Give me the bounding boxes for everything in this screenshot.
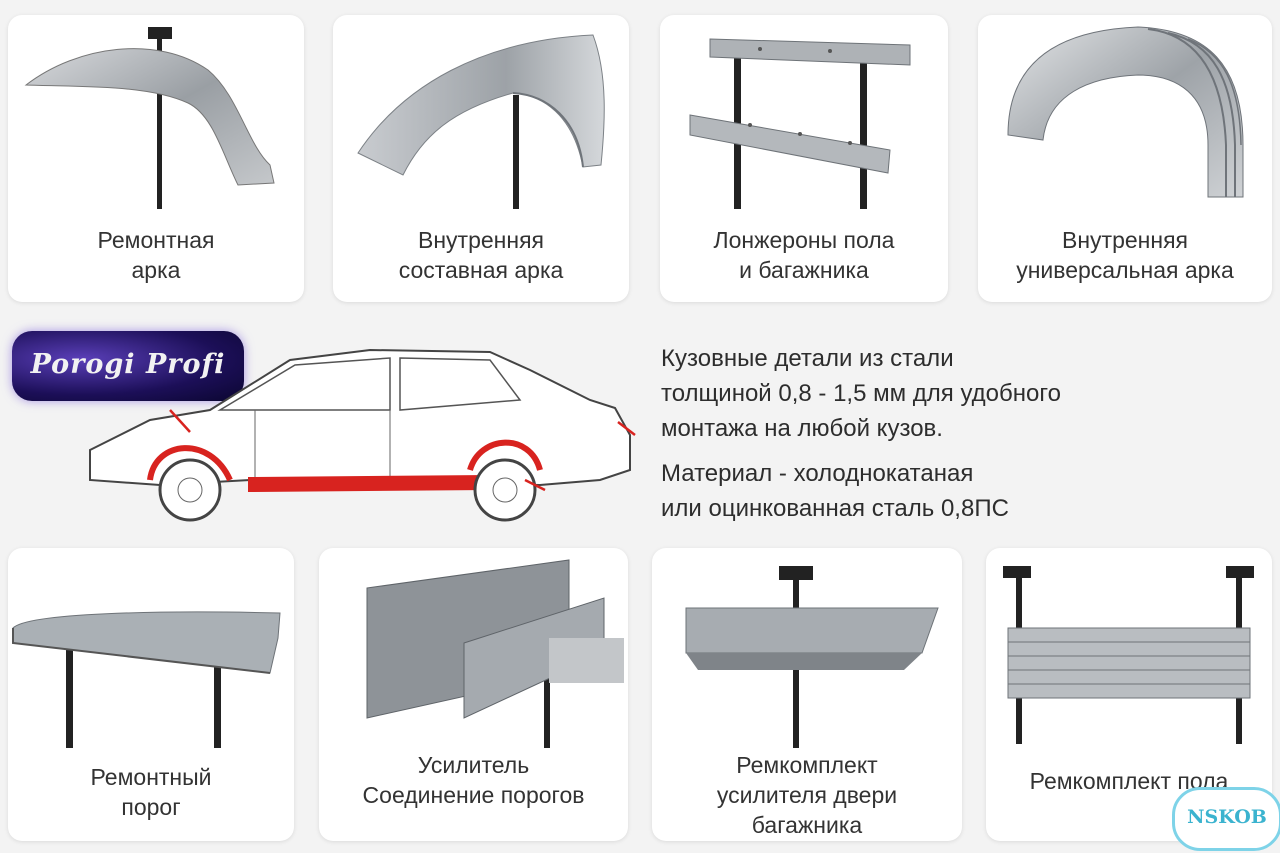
product-card-inner-composite-arch[interactable]: Внутренняя составная арка	[333, 15, 629, 302]
caption-line-2: усилителя двери	[716, 782, 898, 808]
floor-rails-icon	[660, 15, 948, 209]
caption-line-1: Внутренняя	[1062, 227, 1188, 253]
description-line: толщиной 0,8 - 1,5 мм для удобного	[661, 380, 1061, 407]
description-line: Кузовные детали из стали	[661, 345, 954, 372]
inner-composite-arch-icon	[333, 15, 629, 209]
floor-kit-icon	[986, 548, 1272, 748]
product-card-sill[interactable]: Ремонтный порог	[8, 548, 294, 841]
caption-line-2: Соединение порогов	[362, 782, 585, 808]
caption-line-1: Ремкомплект	[736, 752, 878, 778]
product-card-reinforcement[interactable]: Усилитель Соединение порогов	[319, 548, 628, 841]
caption-line-2: арка	[131, 257, 181, 283]
sill-icon	[8, 548, 294, 748]
universal-arch-icon	[978, 15, 1272, 209]
caption-line-2: составная арка	[398, 257, 564, 283]
description-line: монтажа на любой кузов.	[661, 415, 943, 442]
caption-line-3: багажника	[751, 812, 863, 838]
caption-line-1: Ремонтный	[90, 764, 212, 790]
description-line: Материал - холоднокатаная	[661, 460, 974, 487]
brand-logo: Porogi Profi	[12, 331, 244, 401]
trunk-door-kit-icon	[652, 548, 962, 748]
car-diagram	[70, 340, 650, 530]
caption-line-2: и багажника	[739, 257, 869, 283]
caption-line-2: универсальная арка	[1016, 257, 1234, 283]
product-card-floor-kit[interactable]: Ремкомплект пола	[986, 548, 1272, 841]
caption-line-1: Усилитель	[417, 752, 530, 778]
repair-arch-icon	[8, 15, 304, 209]
caption-line-1: Лонжероны пола	[713, 227, 895, 253]
caption-line-1: Внутренняя	[418, 227, 544, 253]
product-card-universal-arch[interactable]: Внутренняя универсальная арка	[978, 15, 1272, 302]
watermark-badge: NSKOB	[1172, 787, 1280, 851]
product-card-trunk-door-kit[interactable]: Ремкомплект усилителя двери багажника	[652, 548, 962, 841]
caption-line-1: Ремонтная	[97, 227, 215, 253]
caption-line-2: порог	[121, 794, 181, 820]
reinforcement-icon	[319, 548, 628, 748]
brand-logo-text: Porogi Profi	[30, 349, 226, 380]
description-line: или оцинкованная сталь 0,8ПС	[661, 495, 1009, 522]
description: Кузовные детали из стали толщиной 0,8 - …	[661, 341, 1261, 536]
product-card-repair-arch[interactable]: Ремонтная арка	[8, 15, 304, 302]
product-card-floor-rails[interactable]: Лонжероны пола и багажника	[660, 15, 948, 302]
watermark-text: NSKOB	[1187, 806, 1267, 828]
